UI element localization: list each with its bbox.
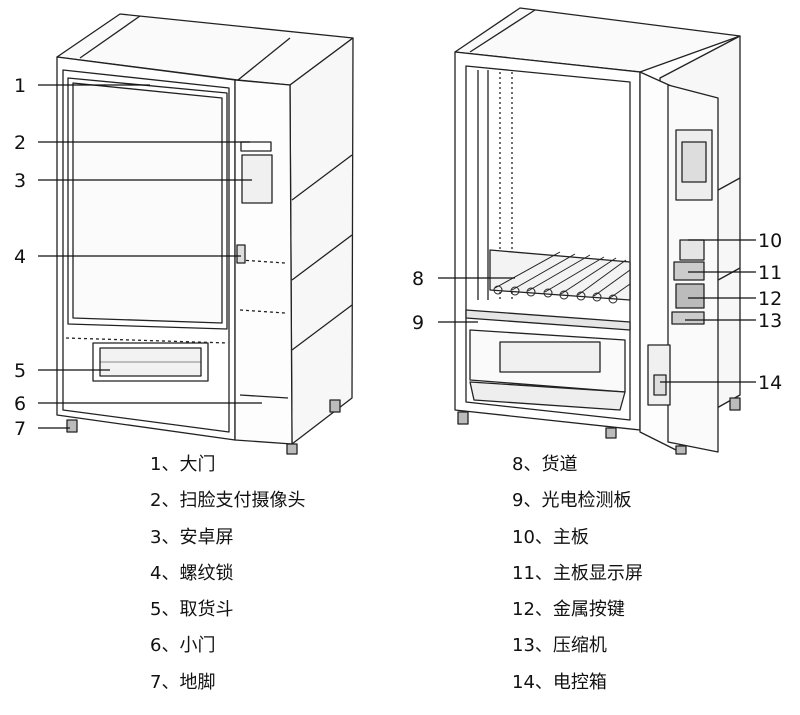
callout-5: 5 xyxy=(14,360,26,382)
closed-machine-drawing xyxy=(56,13,354,455)
legend-item-android-screen: 3、安卓屏 xyxy=(150,526,234,548)
callout-4: 4 xyxy=(14,246,26,268)
callout-3: 3 xyxy=(14,170,26,192)
callout-12: 12 xyxy=(758,288,782,310)
legend-item-photo-sensor: 9、光电检测板 xyxy=(512,490,632,512)
legend-item-screw-lock: 4、螺纹锁 xyxy=(150,562,234,584)
callout-8: 8 xyxy=(412,268,424,290)
legend-item-feet: 7、地脚 xyxy=(150,671,216,693)
open-machine-drawing xyxy=(454,7,741,455)
callout-2: 2 xyxy=(14,132,26,154)
front-callout-numbers: 1 2 3 4 5 6 7 xyxy=(14,75,26,440)
legend-item-face-camera: 2、扫脸支付摄像头 xyxy=(150,490,306,512)
callout-6: 6 xyxy=(14,393,26,415)
vending-machine-illustration: 1 2 3 4 5 6 7 xyxy=(14,7,782,455)
legend-item-pickup-bin: 5、取货斗 xyxy=(150,599,234,621)
callout-10: 10 xyxy=(758,230,782,252)
legend-item-lanes: 8、货道 xyxy=(512,454,578,475)
legend-item-metal-keys: 12、金属按键 xyxy=(512,599,625,621)
legend-item-compressor: 13、压缩机 xyxy=(512,635,607,657)
legend-right: 8、货道 9、光电检测板 10、主板 11、主板显示屏 12、金属按键 13、压… xyxy=(512,452,643,706)
callout-11: 11 xyxy=(758,262,782,284)
callout-1: 1 xyxy=(14,75,26,97)
legend-item-mainboard: 10、主板 xyxy=(512,526,589,548)
callout-9: 9 xyxy=(412,312,424,334)
open-callout-lines xyxy=(438,239,756,383)
legend-item-control-box: 14、电控箱 xyxy=(512,671,607,693)
open-callout-numbers: 8 9 10 11 12 13 14 xyxy=(412,230,782,394)
legend-item-small-door: 6、小门 xyxy=(150,635,216,657)
legend-item-mainboard-display: 11、主板显示屏 xyxy=(512,562,643,584)
front-callout-lines xyxy=(38,84,262,429)
spiral-lanes xyxy=(493,251,631,304)
legend-item-door: 1、大门 xyxy=(150,454,216,475)
callout-13: 13 xyxy=(758,310,782,332)
callout-7: 7 xyxy=(14,418,26,440)
legend-left: 1、大门 2、扫脸支付摄像头 3、安卓屏 4、螺纹锁 5、取货斗 6、小门 7、… xyxy=(150,452,305,706)
callout-14: 14 xyxy=(758,372,782,394)
